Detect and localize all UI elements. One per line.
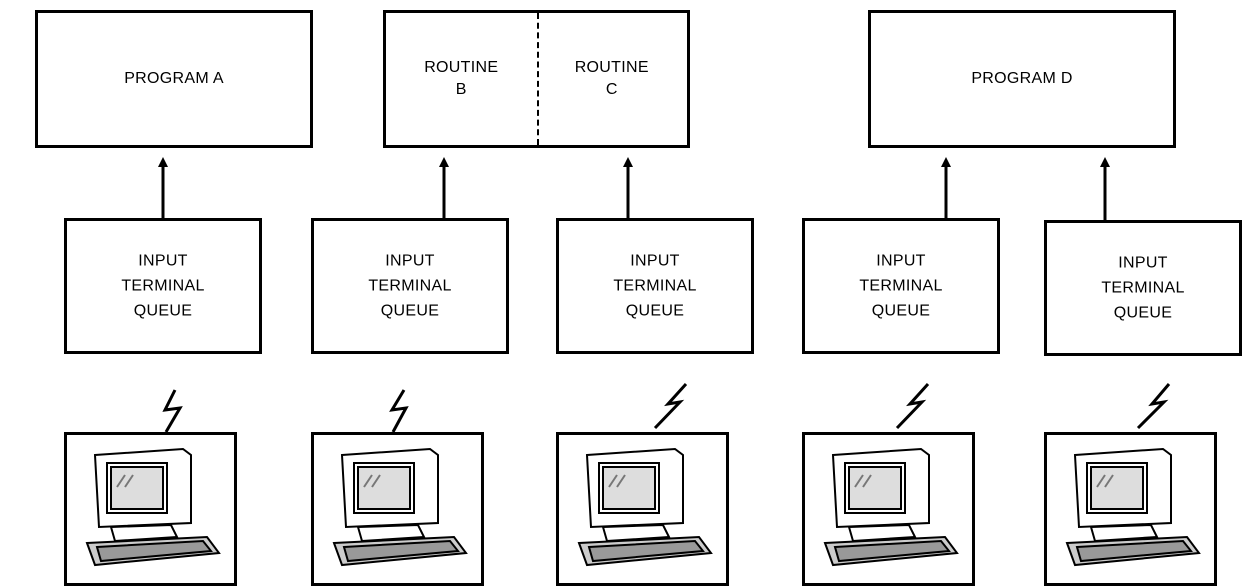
routine-b-label: ROUTINE B — [386, 57, 537, 101]
lightning-link-icon — [895, 382, 930, 430]
queue-line: QUEUE — [871, 302, 931, 320]
program-a-label: PROGRAM A — [124, 70, 224, 87]
queue-line: INPUT — [385, 252, 435, 270]
queue-line: TERMINAL — [121, 277, 205, 295]
routine-c-line1: ROUTINE — [574, 59, 649, 76]
queue-line: INPUT — [630, 252, 680, 270]
queue-label: INPUT TERMINAL QUEUE — [559, 249, 751, 324]
input-queue-box: INPUT TERMINAL QUEUE — [64, 218, 262, 354]
computer-terminal-icon — [577, 447, 713, 567]
lightning-link-icon — [1136, 383, 1171, 430]
routine-b-line1: ROUTINE — [424, 59, 499, 76]
program-d-label: PROGRAM D — [971, 70, 1073, 87]
queue-line: TERMINAL — [1101, 279, 1185, 297]
computer-terminal-icon — [332, 447, 468, 567]
input-queue-box: INPUT TERMINAL QUEUE — [311, 218, 509, 354]
lightning-link-icon — [162, 389, 183, 433]
terminal-box — [802, 432, 975, 586]
routine-bc-box: ROUTINE B ROUTINE C — [383, 10, 690, 148]
terminal-box — [1044, 432, 1217, 586]
computer-terminal-icon — [823, 447, 959, 567]
program-a-box: PROGRAM A — [35, 10, 313, 148]
routine-c-label: ROUTINE C — [537, 57, 688, 101]
terminal-box — [556, 432, 729, 586]
input-queue-box: INPUT TERMINAL QUEUE — [556, 218, 754, 354]
lightning-link-icon — [389, 389, 409, 433]
program-d-box: PROGRAM D — [868, 10, 1176, 148]
input-queue-box: INPUT TERMINAL QUEUE — [1044, 220, 1242, 356]
queue-line: INPUT — [1118, 254, 1168, 272]
lightning-link-icon — [653, 382, 688, 430]
terminal-box — [64, 432, 237, 586]
queue-label: INPUT TERMINAL QUEUE — [67, 249, 259, 324]
queue-line: INPUT — [138, 252, 188, 270]
queue-line: QUEUE — [1113, 304, 1173, 322]
queue-line: QUEUE — [133, 302, 193, 320]
routine-divider — [536, 13, 539, 145]
queue-line: TERMINAL — [613, 277, 697, 295]
queue-line: INPUT — [876, 252, 926, 270]
terminal-box — [311, 432, 484, 586]
routine-c-line2: C — [605, 81, 618, 98]
queue-label: INPUT TERMINAL QUEUE — [1047, 251, 1239, 326]
queue-label: INPUT TERMINAL QUEUE — [314, 249, 506, 324]
queue-line: QUEUE — [380, 302, 440, 320]
input-queue-box: INPUT TERMINAL QUEUE — [802, 218, 1000, 354]
queue-line: TERMINAL — [368, 277, 452, 295]
queue-label: INPUT TERMINAL QUEUE — [805, 249, 997, 324]
queue-line: QUEUE — [625, 302, 685, 320]
computer-terminal-icon — [1065, 447, 1201, 567]
queue-line: TERMINAL — [859, 277, 943, 295]
routine-b-line2: B — [455, 81, 467, 98]
computer-terminal-icon — [85, 447, 221, 567]
